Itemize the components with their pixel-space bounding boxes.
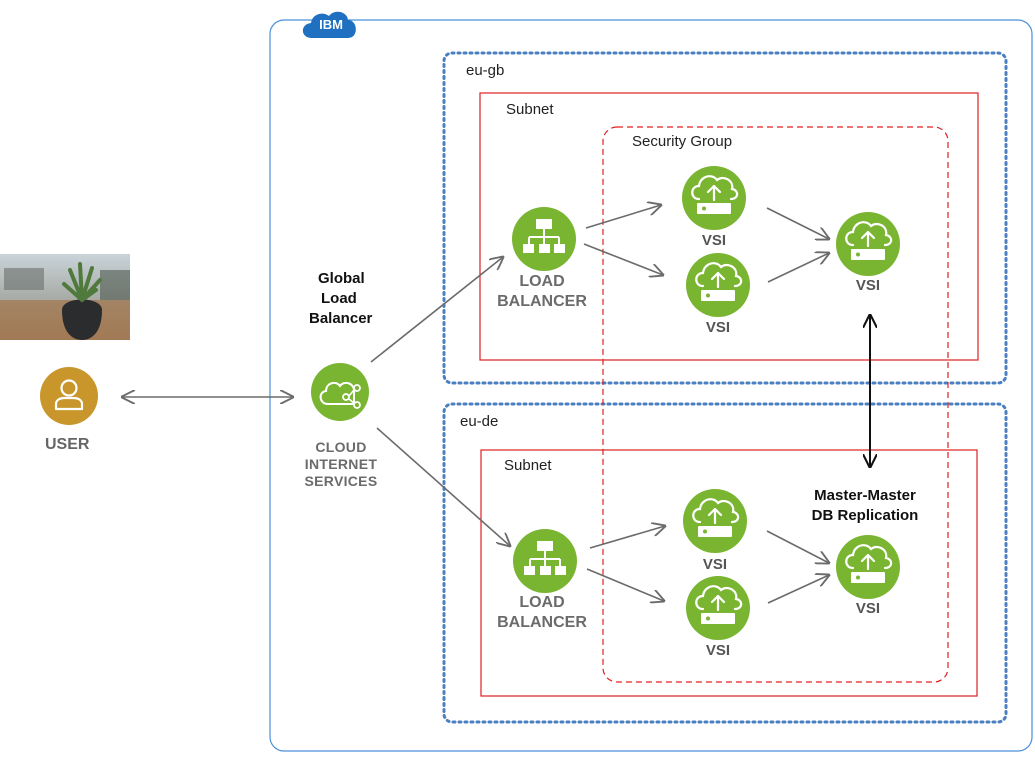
security-group [602,126,949,683]
subnet-eu-gb [479,92,979,361]
lb-de-to-vsi2-arrow [586,568,664,601]
subnet-label-eu-gb: Subnet [506,101,554,118]
global-lb-line2: Load [321,290,357,307]
cis-line1: CLOUD [315,439,367,455]
ibm-cloud-container [269,19,1033,752]
user-icon [40,367,98,425]
user-photo [0,254,130,340]
cis-line3: SERVICES [304,473,378,489]
cis-to-lb-eu-gb-arrow [370,257,503,363]
vsi-icon-gb-1 [682,166,746,230]
cloud-internet-services-icon [311,363,369,421]
ibm-cloud-badge [302,11,356,38]
vsi-label-gb-db: VSI [855,277,881,294]
replication-line2: DB Replication [811,507,919,524]
lb-label-eu-de: LOAD BALANCER [486,593,598,633]
lb-gb-line2: BALANCER [497,293,587,310]
cis-label: CLOUD INTERNET SERVICES [296,439,386,490]
lb-label-eu-gb: LOAD BALANCER [486,272,598,312]
vsi-label-gb-1: VSI [701,232,727,249]
lb-gb-to-vsi1-arrow [585,205,661,229]
vsi-icon-de-2 [686,576,750,640]
replication-line1: Master-Master [814,487,916,504]
global-lb-label: Global Load Balancer [304,269,384,329]
vsi-label-de-2: VSI [705,642,731,659]
load-balancer-icon-eu-de [513,529,577,593]
lb-gb-line1: LOAD [519,273,565,290]
region-eu-de [442,402,1008,724]
vsi2-to-db-de-arrow [767,575,829,604]
vsi-icon-gb-db [836,212,900,276]
vsi-label-de-db: VSI [855,600,881,617]
ibm-badge-label: IBM [319,17,343,32]
vsi-icon-gb-2 [686,253,750,317]
vsi-label-de-1: VSI [702,556,728,573]
subnet-label-eu-de: Subnet [504,457,552,474]
lb-de-line2: BALANCER [497,614,587,631]
lb-de-line1: LOAD [519,594,565,611]
lb-de-to-vsi1-arrow [589,526,665,549]
subnet-eu-de [480,449,978,697]
security-group-label: Security Group [632,133,733,150]
vsi2-to-db-gb-arrow [767,253,829,283]
user-label: USER [45,436,90,453]
region-label-eu-gb: eu-gb [466,62,505,79]
load-balancer-icon-eu-gb [512,207,576,271]
replication-label: Master-Master DB Replication [800,486,930,526]
vsi1-to-db-de-arrow [766,530,829,563]
cis-line2: INTERNET [304,456,378,472]
global-lb-line3: Balancer [309,310,373,327]
vsi-icon-de-1 [683,489,747,553]
global-lb-line1: Global [318,270,365,287]
vsi1-to-db-gb-arrow [766,207,829,239]
vsi-icon-de-db [836,535,900,599]
cis-to-lb-eu-de-arrow [376,427,510,546]
lb-gb-to-vsi2-arrow [583,243,663,275]
vsi-label-gb-2: VSI [705,319,731,336]
region-label-eu-de: eu-de [460,413,499,430]
region-eu-gb [442,51,1008,385]
